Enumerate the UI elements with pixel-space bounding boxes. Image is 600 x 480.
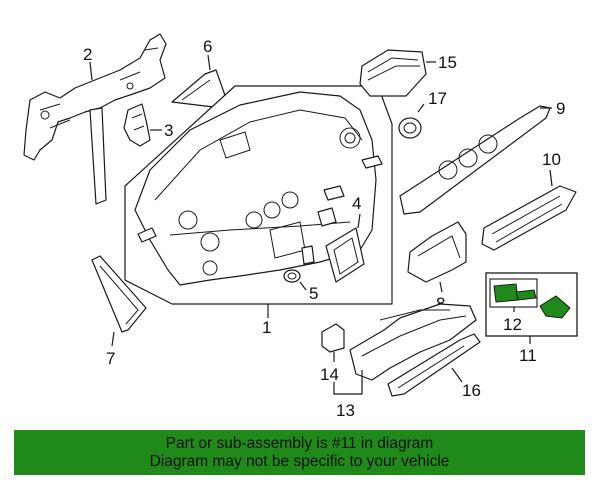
part-11-subassembly-box — [485, 272, 578, 337]
part-17-vent — [398, 117, 422, 139]
callout-16: 16 — [462, 381, 481, 400]
part-2-crossbeam — [23, 33, 167, 205]
banner-line-2: Diagram may not be specific to your vehi… — [149, 452, 450, 470]
part-12-connector — [515, 289, 537, 301]
callout-12: 12 — [503, 315, 522, 334]
callout-2: 2 — [83, 45, 92, 64]
callout-15: 15 — [438, 53, 457, 72]
callout-9: 9 — [556, 99, 565, 118]
callout-10: 10 — [542, 150, 561, 169]
part-7-side-trim — [91, 255, 147, 333]
callout-17: 17 — [428, 89, 447, 108]
part-1-instrument-panel — [124, 85, 393, 305]
part-8-cluster-hood — [407, 221, 467, 283]
part-5-knob — [283, 269, 301, 283]
part-15-module — [359, 49, 427, 97]
part-4-bezel — [325, 227, 365, 283]
part-3-bracket — [123, 103, 151, 147]
part-16-lower-trim — [387, 333, 481, 397]
part-12-switch — [493, 283, 519, 303]
part-14-switch — [321, 323, 345, 353]
callout-5: 5 — [309, 284, 318, 303]
callout-3: 3 — [164, 121, 173, 140]
callout-13: 13 — [336, 401, 355, 420]
callout-7: 7 — [106, 349, 115, 368]
callout-14: 14 — [320, 365, 339, 384]
info-banner: Part or sub-assembly is #11 in diagram D… — [14, 430, 585, 475]
clip-parts — [137, 155, 383, 265]
callout-6: 6 — [203, 37, 212, 56]
callout-1: 1 — [262, 318, 271, 337]
part-9-trim-strip — [399, 105, 551, 215]
part-10-duct — [481, 185, 577, 251]
callout-11: 11 — [519, 346, 537, 365]
part-13-console — [349, 303, 477, 381]
callout-4: 4 — [352, 194, 361, 213]
part-11-switch — [539, 295, 571, 319]
banner-line-1: Part or sub-assembly is #11 in diagram — [165, 434, 434, 452]
